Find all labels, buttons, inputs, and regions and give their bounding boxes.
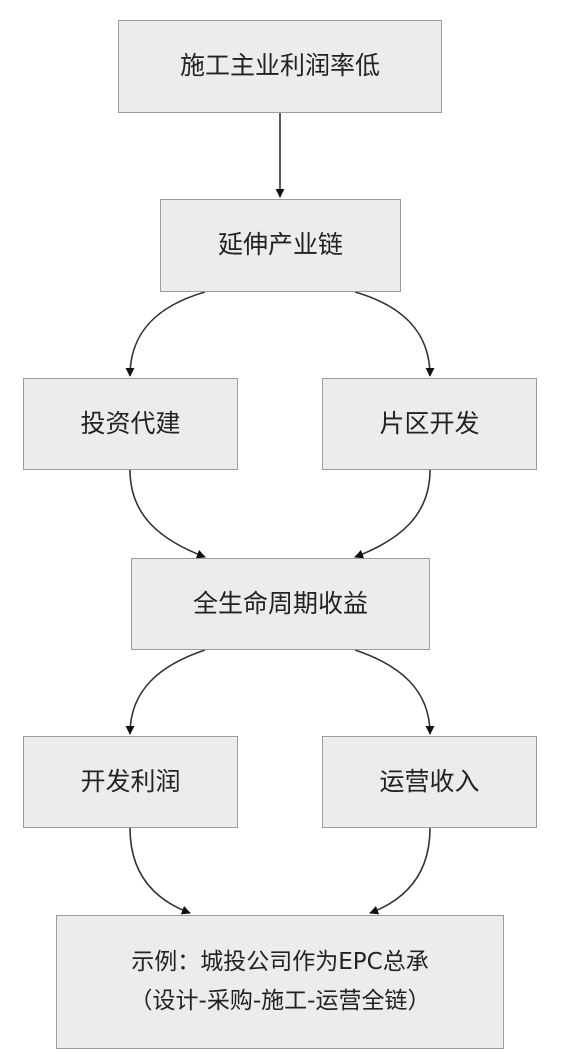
node-low-margin-label: 施工主业利润率低 [179,51,380,81]
node-example-line2: （设计-采购-施工-运营全链） [129,988,431,1014]
node-example: 示例：城投公司作为EPC总承 （设计-采购-施工-运营全链） [56,915,504,1049]
node-example-text: 示例：城投公司作为EPC总承 （设计-采购-施工-运营全链） [130,943,431,1021]
edge-operation-revenue-to-example [369,827,431,915]
edge-lifecycle-income-to-development-profit [125,649,206,735]
node-lifecycle-income-label: 全生命周期收益 [192,588,368,618]
node-extend-chain: 延伸产业链 [160,199,401,292]
edge-lifecycle-income-to-operation-revenue [354,649,435,735]
node-example-line1: 示例：城投公司作为EPC总承 [131,948,429,975]
edge-extend-chain-to-investment-build [125,291,206,377]
node-investment-build-label: 投资代建 [80,408,181,438]
node-extend-chain-label: 延伸产业链 [217,230,343,260]
node-operation-revenue: 运营收入 [322,736,537,828]
edge-extend-chain-to-area-development [354,291,435,377]
node-development-profit: 开发利润 [23,736,238,828]
node-investment-build: 投资代建 [23,378,238,470]
node-lifecycle-income: 全生命周期收益 [131,558,430,650]
edge-investment-build-to-lifecycle-income [129,469,206,559]
node-operation-revenue-label: 运营收入 [379,766,480,796]
edge-area-development-to-lifecycle-income [354,469,431,559]
node-low-margin: 施工主业利润率低 [118,20,442,113]
node-area-development: 片区开发 [322,378,537,470]
node-area-development-label: 片区开发 [379,408,480,438]
node-development-profit-label: 开发利润 [80,766,181,796]
edge-development-profit-to-example [129,827,191,915]
